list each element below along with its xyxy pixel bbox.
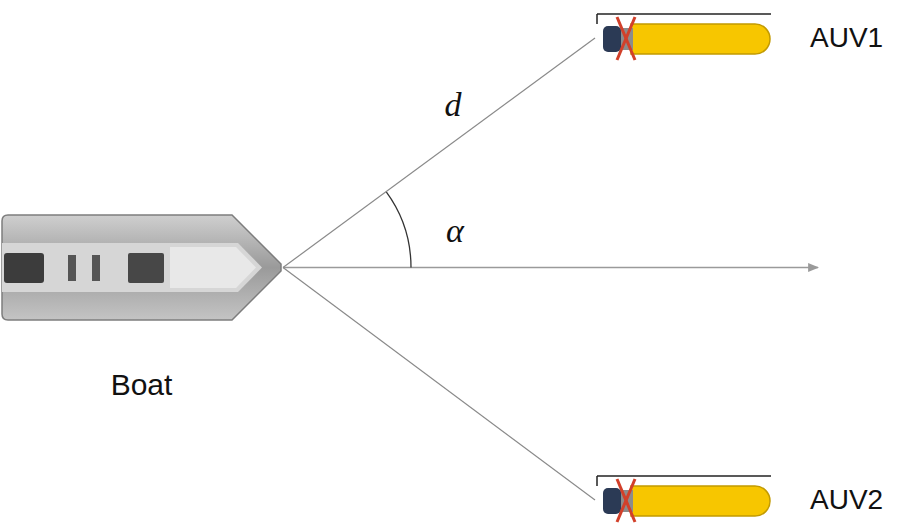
angle-symbol: α <box>446 212 464 250</box>
auv-shape <box>595 474 775 526</box>
node-label: Boat <box>0 368 283 402</box>
heading-arrow <box>283 267 818 268</box>
node-label: AUV2 <box>810 484 883 516</box>
auv-node: AUV2 <box>595 474 775 526</box>
sight-line <box>283 38 595 268</box>
boat-shape <box>0 213 283 322</box>
node-label: AUV1 <box>810 22 883 54</box>
distance-label: d <box>445 86 462 124</box>
auv-shape <box>595 12 775 64</box>
auv-node: AUV1 <box>595 12 775 64</box>
sight-line <box>283 268 595 501</box>
angle-arc <box>386 192 411 268</box>
boat-node: Boat <box>0 213 283 322</box>
